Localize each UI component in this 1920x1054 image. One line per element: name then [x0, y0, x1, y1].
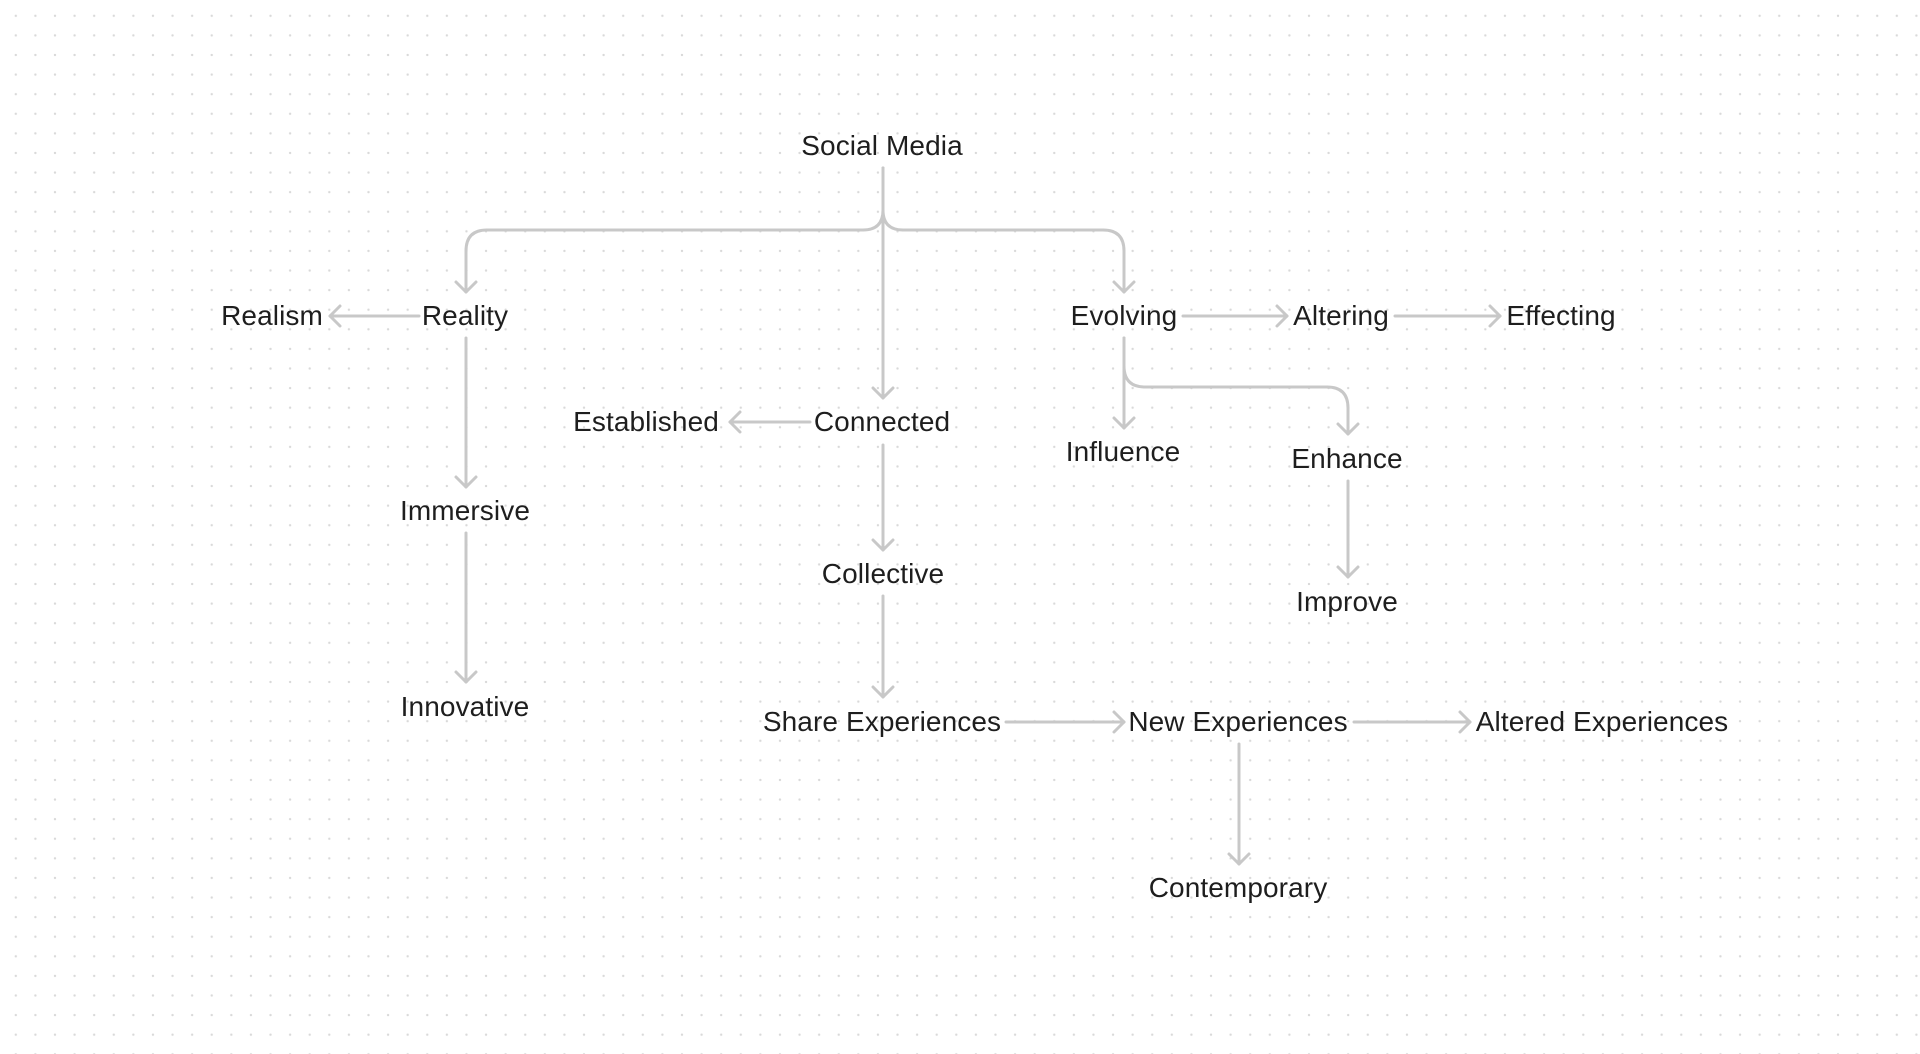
node-share-experiences[interactable]: Share Experiences: [762, 706, 1002, 737]
node-evolving[interactable]: Evolving: [1070, 300, 1178, 331]
edge-enhance-to-improve: [1336, 479, 1360, 579]
node-effecting[interactable]: Effecting: [1506, 300, 1616, 331]
arrowhead-icon: [871, 538, 895, 552]
arrowhead-icon: [1112, 416, 1136, 430]
edge-reality-to-immersive: [454, 336, 478, 489]
arrowhead-icon: [454, 475, 478, 489]
arrowhead-icon: [871, 386, 895, 400]
node-contemporary[interactable]: Contemporary: [1148, 872, 1328, 903]
edge-evolving-to-enhance: [1122, 336, 1360, 436]
node-realism[interactable]: Realism: [221, 300, 323, 331]
edge-connected-to-established: [728, 410, 812, 434]
node-improve[interactable]: Improve: [1296, 586, 1398, 617]
edge-altering-to-effecting: [1393, 304, 1502, 328]
arrowhead-icon: [1275, 304, 1289, 328]
arrowhead-icon: [1227, 852, 1251, 866]
connector-line: [881, 166, 1126, 294]
arrowhead-icon: [1458, 710, 1472, 734]
node-social-media[interactable]: Social Media: [801, 130, 963, 161]
node-new-experiences[interactable]: New Experiences: [1128, 706, 1348, 737]
node-collective[interactable]: Collective: [821, 558, 945, 589]
node-influence[interactable]: Influence: [1065, 436, 1181, 467]
node-reality[interactable]: Reality: [421, 300, 509, 331]
arrowhead-icon: [328, 304, 342, 328]
edge-collective-to-share-experiences: [871, 594, 895, 699]
edge-social-media-to-reality: [454, 166, 885, 294]
arrowhead-icon: [871, 685, 895, 699]
arrowhead-icon: [728, 410, 742, 434]
arrowhead-icon: [1336, 422, 1360, 436]
edge-evolving-to-influence: [1112, 336, 1136, 430]
node-enhance[interactable]: Enhance: [1291, 443, 1403, 474]
edge-connected-to-collective: [871, 443, 895, 552]
node-immersive[interactable]: Immersive: [399, 495, 531, 526]
edge-social-media-to-connected: [871, 166, 895, 400]
node-connected[interactable]: Connected: [813, 406, 951, 437]
edge-evolving-to-altering: [1181, 304, 1289, 328]
edge-immersive-to-innovative: [454, 531, 478, 684]
connector-line: [464, 166, 885, 294]
edge-social-media-to-evolving: [881, 166, 1136, 294]
arrowhead-icon: [1112, 280, 1136, 294]
edge-new-experiences-to-contemporary: [1227, 742, 1251, 866]
edge-reality-to-realism: [328, 304, 421, 328]
node-established[interactable]: Established: [573, 406, 719, 437]
edge-new-experiences-to-altered-experiences: [1352, 710, 1472, 734]
arrowhead-icon: [1336, 565, 1360, 579]
arrowhead-icon: [1488, 304, 1502, 328]
connector-line: [1122, 336, 1350, 436]
arrowhead-icon: [454, 280, 478, 294]
node-altered-experiences[interactable]: Altered Experiences: [1475, 706, 1729, 737]
node-altering[interactable]: Altering: [1293, 300, 1389, 331]
arrowhead-icon: [454, 670, 478, 684]
arrowhead-icon: [1112, 710, 1126, 734]
edge-share-experiences-to-new-experiences: [1004, 710, 1126, 734]
node-innovative[interactable]: Innovative: [400, 691, 530, 722]
